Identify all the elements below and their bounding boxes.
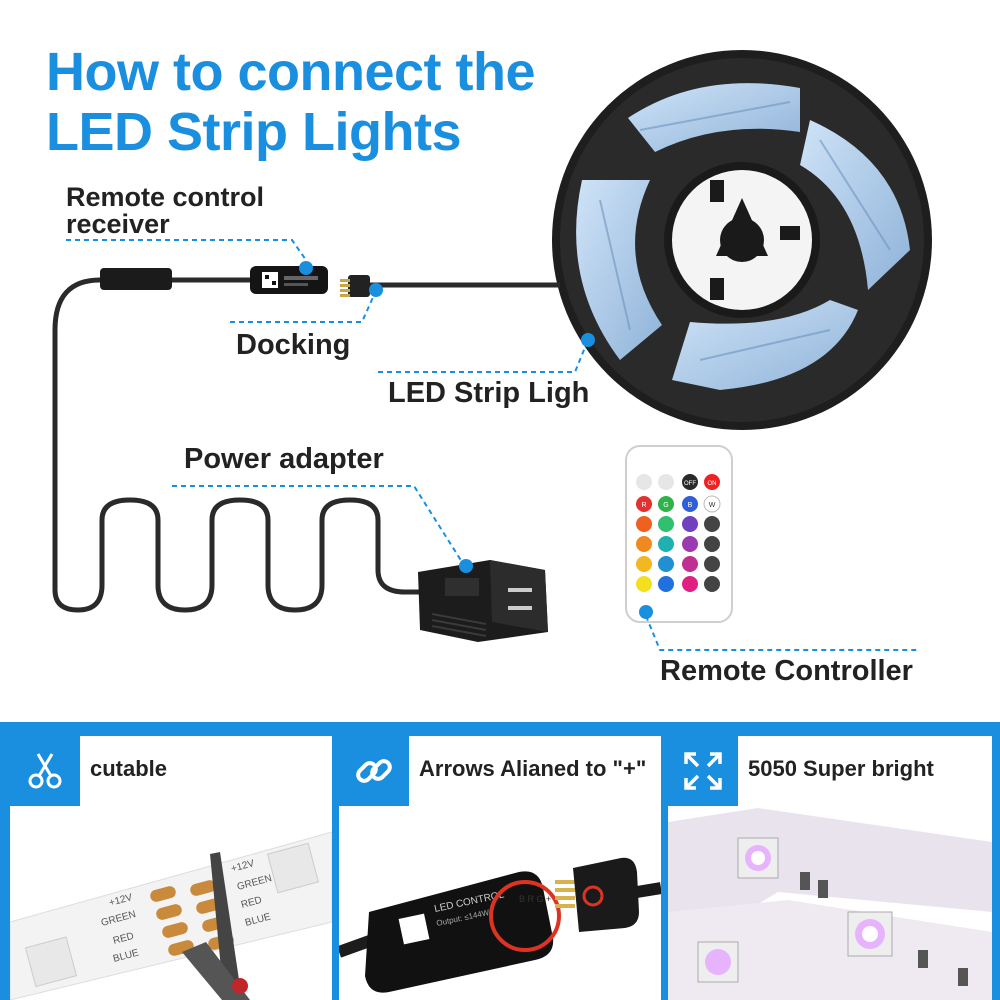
feature-super-bright: 5050 Super bright: [668, 736, 992, 1000]
svg-text:G: G: [663, 502, 668, 509]
svg-text:B: B: [688, 502, 693, 509]
remote-controller-label: Remote Controller: [660, 655, 913, 687]
remote-controller: OFF ON R G B W: [625, 445, 733, 623]
remote-color-keys: R G B W: [636, 495, 721, 592]
cut-strip-art: +12V GREEN RED BLUE +12V GREEN RED BLUE: [10, 831, 332, 1000]
bright-strip-art: [668, 808, 992, 1000]
controller-pin-order: B R G +: [519, 894, 551, 904]
docking-label: Docking: [236, 329, 351, 361]
svg-text:W: W: [709, 502, 716, 509]
receiver-label-line-1: Remote control: [66, 182, 265, 212]
link-icon: [339, 736, 409, 806]
scissors-art: [182, 852, 250, 1000]
expand-icon: [668, 736, 738, 806]
feature-cutable: cutable +12V GREEN RED BLUE +12V: [10, 736, 332, 1000]
receiver-label: Remote control receiver: [66, 184, 264, 238]
connection-diagram: OFF ON R G B W: [52, 50, 932, 651]
connector-art: LED CONTROL Output: ≤144W B R G +: [339, 857, 661, 993]
power-adapter: [418, 560, 548, 642]
receiver-label-line-2: receiver: [66, 209, 170, 239]
led-strip-label: LED Strip Ligh: [388, 377, 590, 409]
feature-title: Arrows Alianed to "+": [419, 756, 647, 781]
off-key-label: OFF: [684, 481, 696, 487]
feature-title: 5050 Super bright: [748, 756, 934, 781]
feature-title: cutable: [90, 756, 168, 781]
scissors-icon: [10, 736, 80, 806]
pin-connector: [340, 275, 370, 297]
marking-red-left: RED: [112, 931, 135, 947]
on-key-label: ON: [708, 481, 717, 487]
receiver-box: [250, 266, 328, 294]
title-line-1: How to connect the: [46, 42, 536, 102]
marking-red-right: RED: [240, 895, 263, 911]
page-title: How to connect the LED Strip Lights: [46, 42, 536, 162]
power-adapter-label: Power adapter: [184, 443, 384, 475]
title-line-2: LED Strip Lights: [46, 102, 461, 162]
led-reel: [552, 50, 932, 430]
feature-panels: cutable +12V GREEN RED BLUE +12V: [0, 722, 1000, 1000]
svg-text:R: R: [641, 502, 646, 509]
feature-arrows-aligned: Arrows Alianed to "+" LED CONTROL Output…: [339, 736, 661, 1000]
